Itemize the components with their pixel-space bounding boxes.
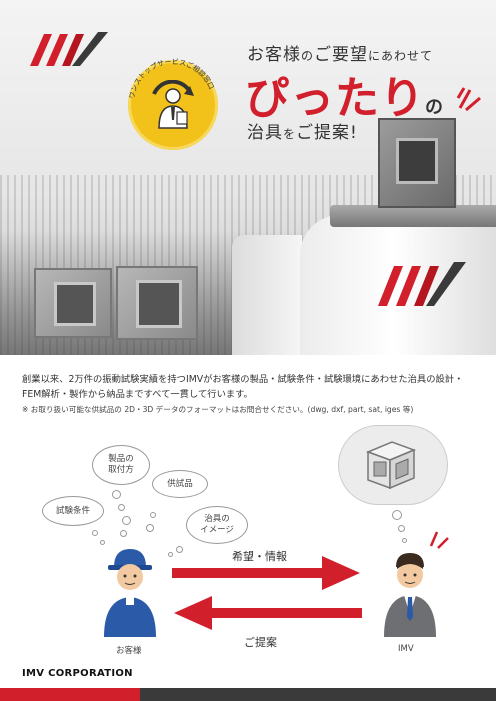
bubble-specimen: 供試品 [152, 470, 208, 498]
customer-worker-icon [104, 549, 156, 637]
cube-fixture-left [34, 268, 112, 338]
vibration-table [330, 205, 496, 227]
arrow-proposal-label: ご提案 [244, 636, 277, 649]
thought-dot [92, 530, 98, 536]
vibration-machine-side [232, 235, 302, 355]
intro-description: 創業以来、2万件の振動試験実績を持つIMVがお客様の製品・試験条件・試験環境にあ… [22, 374, 464, 400]
jig-cube-icon [365, 441, 417, 490]
bubble-jig-image: 治具の イメージ [186, 506, 248, 544]
footer-red-accent [0, 688, 140, 701]
thought-dot [392, 510, 402, 520]
thought-dot [100, 540, 105, 545]
staff-person-icon [152, 80, 194, 129]
bubble-product-mounting: 製品の 取付方 [92, 445, 150, 485]
imv-logo-machine-icon [378, 262, 466, 306]
imv-staff-icon [384, 553, 436, 637]
headline-line3: 治具をご提案! [247, 123, 358, 143]
emphasis-spark-icon [429, 531, 449, 549]
thought-dot [118, 504, 125, 511]
thought-dot [146, 524, 154, 532]
format-note: ※ お取り扱い可能な供試品の 2D・3D データのフォーマットはお問合せください… [22, 405, 414, 414]
imv-logo-icon [30, 32, 108, 66]
customer-label: お客様 [116, 646, 142, 656]
fixture-on-table [378, 118, 456, 208]
arrow-right-icon [172, 556, 360, 590]
thought-dot [398, 525, 405, 532]
thought-dot [150, 512, 156, 518]
thought-dot [122, 516, 131, 525]
headline-big: ぴったりの [245, 73, 444, 124]
vibration-machine-body [300, 215, 496, 355]
arrow-request-label: 希望・情報 [232, 550, 287, 563]
arrow-left-icon [174, 596, 362, 630]
thought-dot [402, 538, 407, 543]
imv-label: IMV [398, 644, 414, 654]
thought-dot [176, 546, 183, 553]
headline-line1: お客様のご要望にあわせて [247, 45, 434, 65]
thought-dot [168, 552, 173, 557]
emphasis-spark-icon [456, 87, 481, 112]
thought-dot [112, 490, 121, 499]
hero-banner: ワンストップサービスご相談窓口 お客様のご要望にあわせて ぴったりの 治具をご提… [0, 0, 496, 355]
cube-fixture-right [116, 266, 198, 340]
consult-badge [128, 60, 218, 150]
bubble-test-conditions: 試験条件 [42, 496, 104, 526]
company-name: IMV CORPORATION [22, 668, 133, 679]
thought-dot [120, 530, 127, 537]
